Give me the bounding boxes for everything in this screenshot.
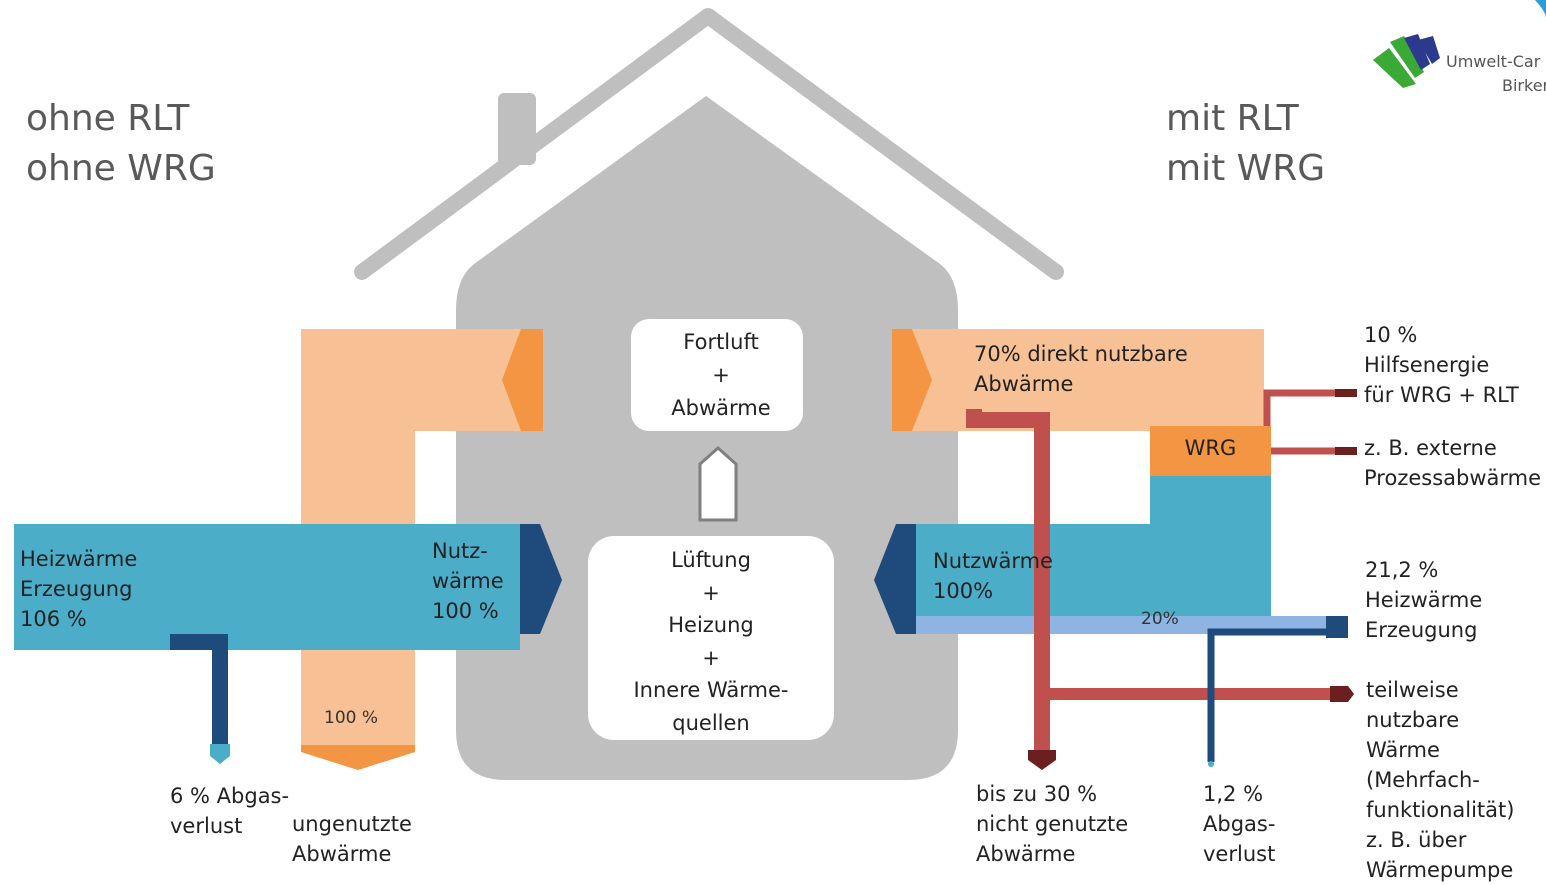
left-exhaust-arrowhead <box>502 329 543 431</box>
right-notused-tip <box>1028 750 1056 770</box>
roof-outline <box>354 8 1064 280</box>
right-heatgen-line3: Erzeugung <box>1365 618 1478 642</box>
right-flue-line <box>1207 628 1334 762</box>
right-heatgen-line2: Heizwärme <box>1365 588 1483 612</box>
left-flue-line1: 6 % Abgas- <box>170 784 290 808</box>
left-unused-label: ungenutzte Abwärme <box>292 809 412 869</box>
right-direct-line1: 70% direkt nutzbare <box>974 342 1188 366</box>
right-direct-vertical <box>1150 409 1264 429</box>
bottom-box-text: Lüftung + Heizung + Innere Wärme- quelle… <box>588 544 834 739</box>
left-flue-line <box>170 634 228 746</box>
right-external-line1: z. B. externe <box>1364 436 1497 460</box>
left-exhaust-pct: 100 % <box>324 708 379 728</box>
right-aux-tip <box>1335 389 1357 397</box>
left-title-line1: ohne RLT <box>26 98 190 139</box>
top-box-bg <box>631 319 803 431</box>
right-notused-line2: nicht genutzte <box>976 812 1129 836</box>
right-external-label: z. B. externe Prozessabwärme <box>1364 433 1541 493</box>
left-heat-gen-line2: Erzeugung <box>20 577 133 601</box>
wrg-box <box>1150 426 1271 476</box>
right-flue-tip <box>1208 761 1214 767</box>
left-flue-line2: verlust <box>170 814 243 838</box>
top-box-text: Fortluft + Abwärme <box>631 326 811 425</box>
right-heatgen-line1: 21,2 % <box>1365 558 1439 582</box>
right-direct-line2: Abwärme <box>974 372 1074 396</box>
left-unused-line1: ungenutzte <box>292 812 412 836</box>
right-partial-line4: (Mehrfach- <box>1366 768 1480 792</box>
right-partial-line5: funktionalität) <box>1366 798 1515 822</box>
left-useful-line2: wärme <box>432 569 504 593</box>
right-partial-line3: Wärme <box>1366 738 1440 762</box>
right-aux-line <box>1263 389 1340 426</box>
top-box-line3: Abwärme <box>671 396 771 420</box>
left-heat-gen-line1: Heizwärme <box>20 547 138 571</box>
left-flue-tip <box>210 744 230 764</box>
logo-text: Umwelt-Car Birker <box>1446 50 1546 98</box>
left-title: ohne RLT ohne WRG <box>26 94 216 194</box>
up-arrow-icon <box>698 445 738 522</box>
right-useful-arrowhead <box>874 524 916 634</box>
bottom-box-bg <box>588 536 834 740</box>
left-useful-line1: Nutz- <box>432 539 488 563</box>
right-partial-label: teilweise nutzbare Wärme (Mehrfach- funk… <box>1366 675 1514 885</box>
right-20-label: 20% <box>1141 609 1179 629</box>
top-box-line1: Fortluft <box>683 330 759 354</box>
bottom-box-line5: Innere Wärme- <box>633 678 789 702</box>
bottom-box-line1: Lüftung <box>671 548 751 572</box>
right-flue-line1: 1,2 % <box>1203 782 1264 806</box>
right-aux-label: 10 % Hilfsenergie für WRG + RLT <box>1364 320 1546 410</box>
right-external-tip <box>1335 447 1357 455</box>
top-box-line2: + <box>712 363 730 387</box>
right-flue-line2: Abgas- <box>1203 812 1276 836</box>
right-useful-line2: 100% <box>933 579 994 603</box>
right-notused-label: bis zu 30 % nicht genutzte Abwärme <box>976 779 1128 869</box>
right-useful-label: Nutzwärme 100% <box>933 546 1053 606</box>
right-title-line2: mit WRG <box>1166 148 1326 189</box>
left-useful-arrowhead <box>520 524 562 634</box>
right-partial-line6: z. B. über <box>1366 828 1467 852</box>
right-flue-line3: verlust <box>1203 842 1276 866</box>
left-heat-gen-line3: 106 % <box>20 607 87 631</box>
right-useful-line1: Nutzwärme <box>933 549 1053 573</box>
left-flue-label: 6 % Abgas- verlust <box>170 781 289 841</box>
logo-line1: Umwelt-Car <box>1446 52 1541 71</box>
right-heatgen-label: 21,2 % Heizwärme Erzeugung <box>1365 555 1482 645</box>
wrg-label: WRG <box>1184 436 1237 460</box>
left-useful-line3: 100 % <box>432 599 499 623</box>
left-useful-label: Nutz- wärme 100 % <box>432 536 504 626</box>
chimney <box>498 93 536 165</box>
left-heat-gen-label: Heizwärme Erzeugung 106 % <box>20 544 137 634</box>
bottom-box-line4: + <box>702 645 720 670</box>
right-notused-line3: Abwärme <box>976 842 1076 866</box>
bottom-box-line2: + <box>702 580 720 605</box>
right-direct-arrowhead <box>892 329 932 431</box>
right-partial-tip <box>1330 686 1354 702</box>
bottom-box-line3: Heizung <box>668 613 754 637</box>
logo-mark <box>1373 0 1546 88</box>
right-partial-line1: teilweise <box>1366 678 1459 702</box>
right-notused-line <box>966 409 1050 752</box>
right-aux-line2: für WRG + RLT <box>1364 383 1519 407</box>
right-title: mit RLT mit WRG <box>1166 94 1325 194</box>
right-aux-line1: 10 % Hilfsenergie <box>1364 323 1490 377</box>
right-notused-line1: bis zu 30 % <box>976 782 1098 806</box>
left-unused-line2: Abwärme <box>292 842 392 866</box>
right-title-line1: mit RLT <box>1166 98 1299 139</box>
right-heat-band <box>916 524 1271 616</box>
right-external-line2: Prozessabwärme <box>1364 466 1542 490</box>
left-title-line2: ohne WRG <box>26 148 216 189</box>
right-partial-line7: Wärmepumpe <box>1366 858 1514 882</box>
left-heat-band <box>14 524 520 650</box>
left-unused-arrow <box>301 745 415 770</box>
bottom-box-line6: quellen <box>672 710 750 735</box>
right-partial-line2: nutzbare <box>1366 708 1460 732</box>
logo-line2: Birker <box>1502 76 1546 95</box>
right-direct-label: 70% direkt nutzbare Abwärme <box>974 339 1188 399</box>
right-flue-label: 1,2 % Abgas- verlust <box>1203 779 1275 869</box>
